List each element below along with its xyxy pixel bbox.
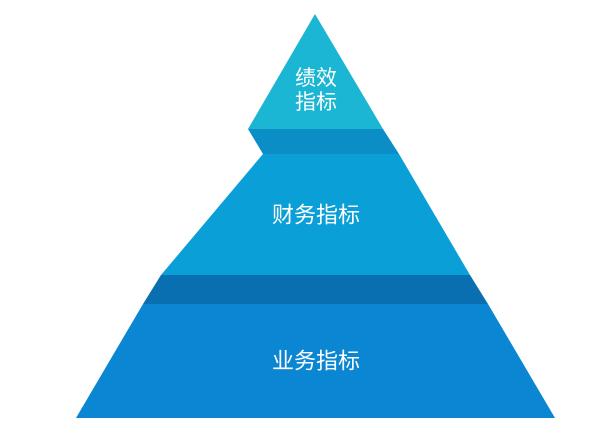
upper-connector-band [248,129,399,154]
bottom-tier-label: 业务指标 [272,350,360,375]
top-tier-label-line-2: 指标 [295,90,337,114]
top-tier-label-line-1: 绩效 [295,66,337,90]
bottom-tier-shape [76,304,555,418]
middle-tier-shape [161,154,470,275]
lower-connector-band [143,275,488,304]
top-tier-shape [248,14,383,129]
middle-tier-label: 财务指标 [272,204,360,229]
